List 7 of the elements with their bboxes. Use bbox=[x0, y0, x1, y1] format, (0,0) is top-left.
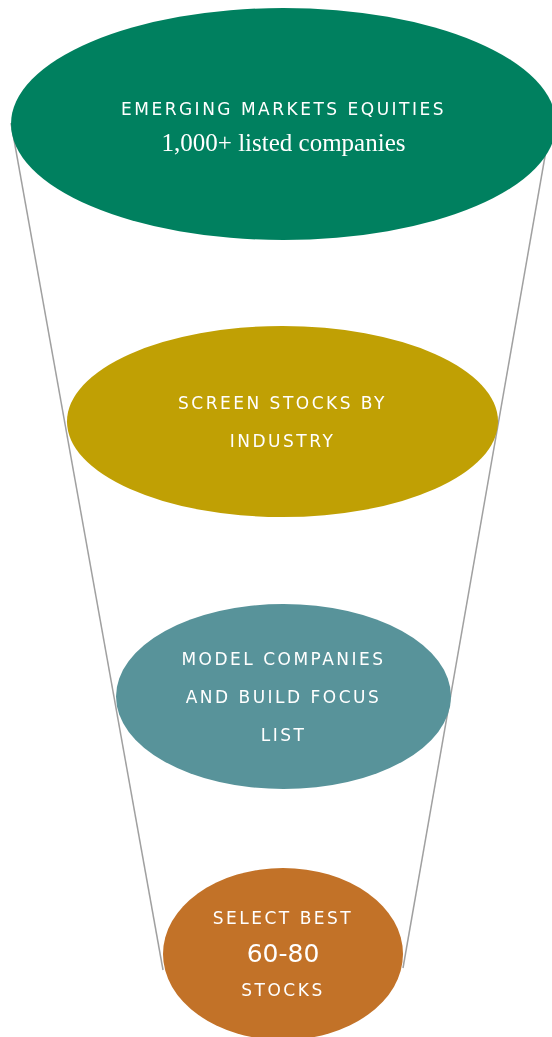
stage-label: EMERGING MARKETS EQUITIES bbox=[121, 98, 446, 121]
stage-label: SELECT BEST bbox=[212, 907, 354, 930]
stage-label: 1,000+ listed companies bbox=[161, 128, 406, 158]
stage-label: SCREEN STOCKS BY INDUSTRY bbox=[177, 391, 388, 453]
stage-label: MODEL COMPANIES AND BUILD FOCUS LIST bbox=[180, 647, 387, 747]
stage-label: STOCKS bbox=[241, 979, 325, 1002]
stage-label: 60-80 bbox=[246, 938, 320, 970]
